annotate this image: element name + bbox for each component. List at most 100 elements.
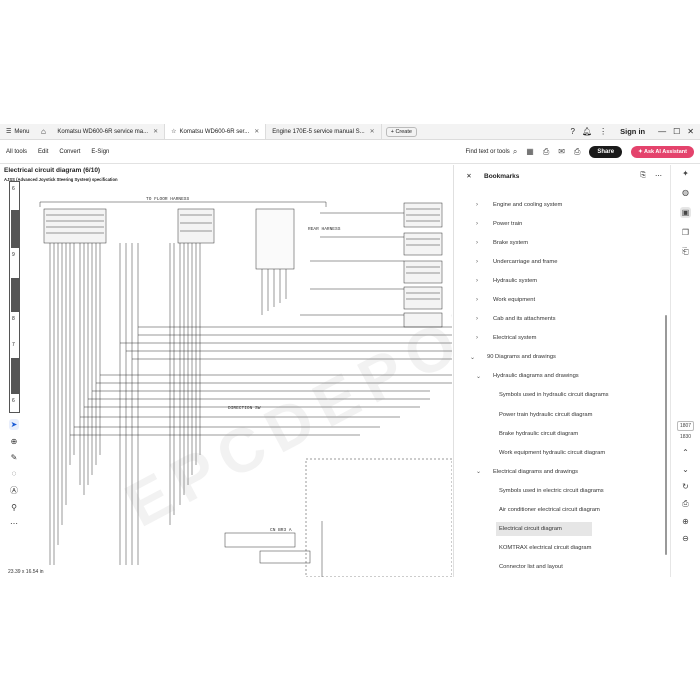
chevron-right-icon[interactable]: ›	[476, 201, 478, 208]
more-options-icon[interactable]: ⋯	[655, 173, 662, 180]
pen-icon[interactable]: ✎	[10, 453, 18, 462]
star-icon[interactable]: ☆	[171, 129, 177, 135]
scrollbar[interactable]	[665, 315, 667, 555]
bookmark-item[interactable]: › Engine and cooling system	[454, 195, 670, 214]
attachments-icon[interactable]: ⎗	[682, 247, 689, 256]
tab-2[interactable]: Engine 170E-5 service manual S... ✕	[266, 124, 382, 139]
ruler-number: 7	[12, 342, 15, 348]
bookmark-label: Engine and cooling system	[493, 201, 563, 208]
bookmark-item[interactable]: KOMTRAX electrical circuit diagram	[454, 539, 670, 558]
stamp-icon[interactable]: ⚲	[11, 503, 17, 512]
lasso-icon[interactable]: ◌	[11, 469, 17, 478]
close-icon[interactable]: ✕	[153, 129, 159, 135]
tool-edit[interactable]: Edit	[38, 148, 49, 155]
menu-label: Menu	[14, 128, 30, 135]
bookmark-item[interactable]: ⌄Hydraulic diagrams and drawings	[454, 367, 670, 386]
sign-in-button[interactable]: Sign in	[620, 127, 646, 136]
close-icon[interactable]: ✕	[369, 129, 375, 135]
rotate-icon[interactable]: ↻	[682, 482, 689, 491]
close-icon[interactable]: ✕	[254, 129, 260, 135]
ai-assistant-button[interactable]: ✦ Ask AI Assistant	[631, 145, 694, 158]
ruler-number: 6	[12, 398, 15, 404]
zoom-out-icon[interactable]: ⊖	[682, 534, 689, 543]
tool-esign[interactable]: E-Sign	[91, 148, 110, 155]
bell-icon[interactable]: 🔔︎	[581, 127, 593, 136]
bookmark-label: Symbols used in hydraulic circuit diagra…	[499, 392, 609, 399]
tab-label: Komatsu WD600-6R service ma...	[57, 128, 149, 135]
comment-icon[interactable]: ⊕	[10, 437, 18, 446]
share-button[interactable]: Share	[589, 145, 623, 158]
ruler-number: 8	[12, 316, 15, 322]
bookmarks-panel-icon[interactable]: ▣	[679, 207, 692, 218]
help-icon[interactable]: ?	[570, 127, 575, 136]
window-close-icon[interactable]: ✕	[687, 127, 694, 136]
bookmark-item[interactable]: Air conditioner electrical circuit diagr…	[454, 501, 670, 520]
print-icon[interactable]: ⎙	[573, 146, 581, 156]
menu-button[interactable]: ☰ Menu	[0, 124, 35, 139]
bookmark-item[interactable]: Work equipment hydraulic circuit diagram	[454, 443, 670, 462]
chevron-right-icon[interactable]: ›	[476, 335, 478, 342]
bookmark-item[interactable]: ›Undercarriage and frame	[454, 252, 670, 271]
home-icon[interactable]: ⌂	[40, 127, 46, 136]
maximize-icon[interactable]: ☐	[673, 127, 681, 136]
chevron-down-icon[interactable]: ⌄	[476, 373, 482, 380]
document-view[interactable]: TO FLOOR HARNESS REAR HARNESS DIRECTION …	[0, 165, 452, 577]
chevron-down-icon[interactable]: ⌄	[476, 469, 482, 476]
minimize-icon[interactable]: —	[658, 127, 667, 136]
bookmark-item[interactable]: ›Brake system	[454, 233, 670, 252]
chevron-right-icon[interactable]: ›	[476, 258, 478, 265]
add-bookmark-icon[interactable]: ⎘	[640, 172, 646, 179]
pages-panel-icon[interactable]: ❐	[681, 228, 690, 237]
zoom-in-icon[interactable]: ⊕	[682, 517, 689, 526]
chevron-right-icon[interactable]: ›	[476, 220, 478, 227]
save-icon[interactable]: ⎙	[542, 146, 550, 156]
bookmark-label: Connector list and layout	[499, 564, 563, 571]
tool-all-tools[interactable]: All tools	[6, 148, 28, 155]
comments-panel-icon[interactable]: ◍	[682, 188, 689, 197]
bookmark-item[interactable]: ›Power train	[454, 214, 670, 233]
create-button[interactable]: + Create	[385, 126, 417, 137]
fit-page-icon[interactable]: ⎙	[682, 499, 689, 508]
ai-label: Ask AI Assistant	[644, 148, 687, 155]
bookmark-item[interactable]: ›Electrical system	[454, 329, 670, 348]
select-cursor-icon[interactable]: ➤	[8, 419, 20, 430]
tab-1[interactable]: ☆ Komatsu WD600-6R ser... ✕	[165, 124, 267, 139]
bookmark-item[interactable]: Symbols used in electric circuit diagram…	[454, 481, 670, 500]
bookmark-item[interactable]: Symbols used in hydraulic circuit diagra…	[454, 386, 670, 405]
page-total: 1830	[679, 434, 692, 440]
chevron-right-icon[interactable]: ›	[476, 239, 478, 246]
tool-convert[interactable]: Convert	[59, 148, 81, 155]
chevron-down-icon[interactable]: ⌄	[682, 465, 689, 474]
bookmark-item[interactable]: Connector list and layout	[454, 558, 670, 577]
diagram-label-floor: TO FLOOR HARNESS	[146, 196, 190, 202]
more-tools-icon[interactable]: ⋯	[10, 519, 18, 528]
chevron-down-icon[interactable]: ⌄	[470, 354, 476, 361]
tab-0[interactable]: Komatsu WD600-6R service ma... ✕	[51, 124, 166, 139]
tab-label: Engine 170E-5 service manual S...	[272, 128, 365, 135]
find-tools[interactable]: Find text or tools ⌕	[465, 147, 517, 157]
ruler-number: 6	[12, 186, 15, 192]
bookmark-item[interactable]: Brake hydraulic circuit diagram	[454, 424, 670, 443]
bookmark-item[interactable]: Power train hydraulic circuit diagram	[454, 405, 670, 424]
bookmarks-list: ›Engine and cooling system›Power train›B…	[454, 195, 670, 577]
bookmark-item[interactable]: Electrical circuit diagram	[454, 520, 670, 539]
close-panel-icon[interactable]: ✕	[466, 173, 472, 180]
tab-bar: ☰ Menu ⌂ Komatsu WD600-6R service ma... …	[0, 124, 700, 140]
bookmarks-title: Bookmarks	[484, 172, 520, 180]
page-number-input[interactable]: 1807	[676, 421, 695, 431]
bookmark-item[interactable]: ⌄90 Diagrams and drawings	[454, 348, 670, 367]
diagram-label-lower: CN BR3 A	[270, 527, 292, 533]
bookmark-item[interactable]: ›Work equipment	[454, 290, 670, 309]
mail-icon[interactable]: ✉	[558, 147, 565, 156]
bookmark-item[interactable]: ›Hydraulic system	[454, 271, 670, 290]
page-tools-icon[interactable]: ▦	[526, 147, 534, 156]
chevron-right-icon[interactable]: ›	[476, 316, 478, 323]
bookmark-item[interactable]: ›Cab and its attachments	[454, 310, 670, 329]
ai-sparkle-icon[interactable]: ✦	[682, 169, 689, 178]
chevron-right-icon[interactable]: ›	[476, 297, 478, 304]
text-box-icon[interactable]: Ⓐ	[10, 486, 18, 495]
bookmark-item[interactable]: ⌄Electrical diagrams and drawings	[454, 462, 670, 481]
chevron-up-icon[interactable]: ⌃	[682, 448, 689, 457]
chevron-right-icon[interactable]: ›	[476, 277, 478, 284]
apps-icon[interactable]: ⋮	[599, 127, 608, 136]
